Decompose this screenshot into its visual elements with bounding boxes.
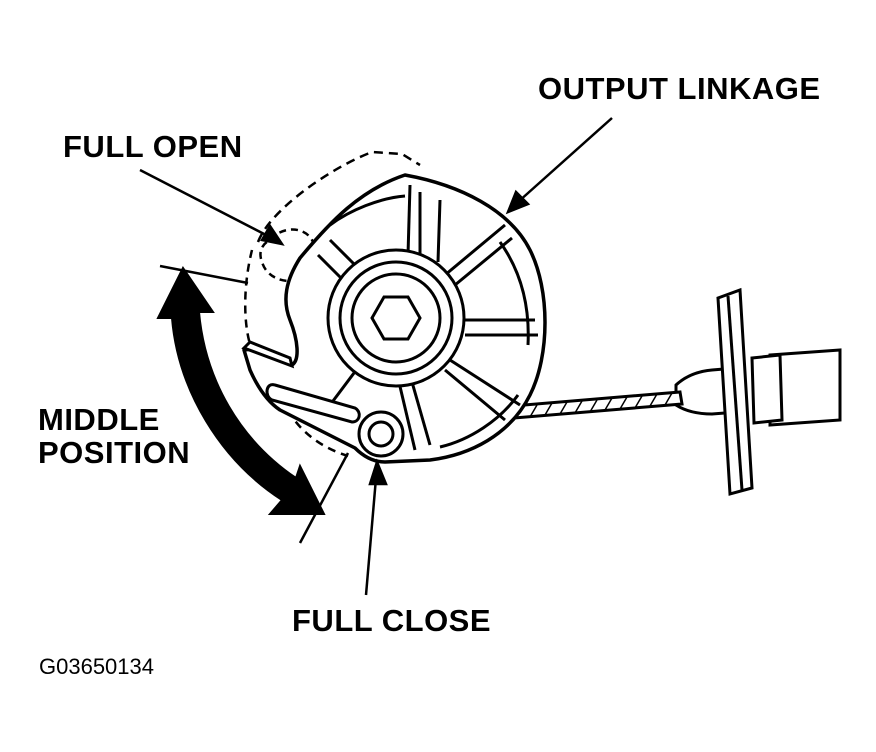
linkage-ribs [316, 184, 538, 451]
leader-lines [139, 117, 613, 596]
middle-position-label-line2: POSITION [38, 435, 191, 470]
lever-tip [241, 340, 295, 369]
inner-cable [486, 390, 684, 422]
linkage-hub [326, 248, 466, 388]
full-close-label: FULL CLOSE [292, 603, 492, 638]
middle-position-arrow [156, 266, 326, 515]
cable-housing [674, 348, 842, 427]
middle-position-label-line1: MIDDLE [38, 402, 160, 437]
cable-bracket [716, 287, 754, 496]
full-open-position-outline [256, 150, 421, 243]
lever-arm-slot [265, 383, 361, 424]
figure-code: G03650134 [39, 654, 154, 679]
output-linkage-label: OUTPUT LINKAGE [538, 71, 821, 106]
full-open-label: FULL OPEN [63, 129, 243, 164]
cable-end-pin [357, 410, 405, 458]
position-reference-lines [159, 264, 350, 544]
hex-nut-icon [370, 295, 422, 341]
